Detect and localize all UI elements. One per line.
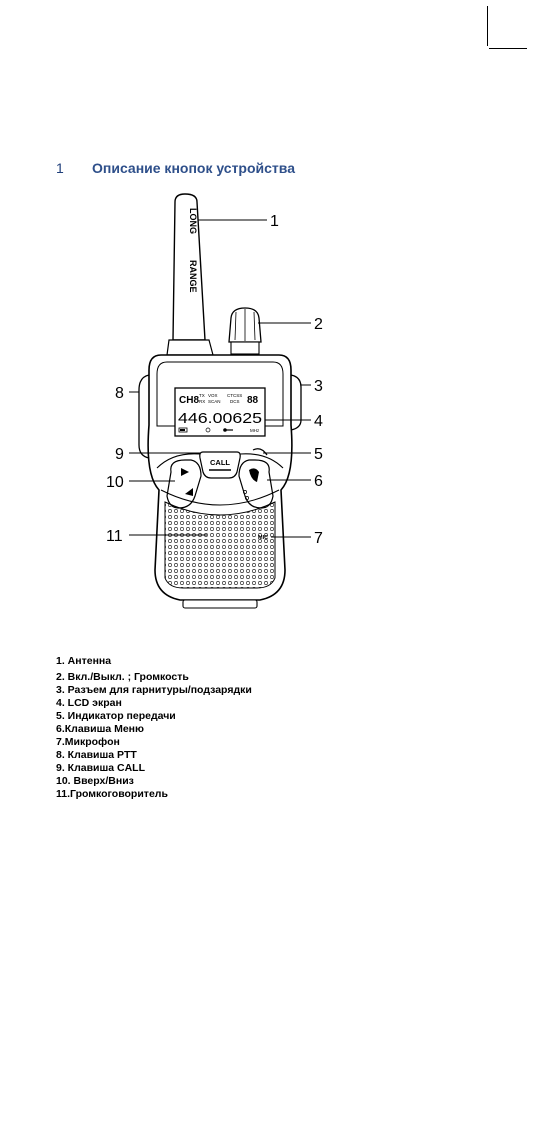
legend-item: 8. Клавиша PTT <box>56 749 137 761</box>
legend-list: 1. Антенна 2. Вкл./Выкл. ; Громкость 3. … <box>56 655 252 801</box>
device-diagram: LONG RANGE CH8 TX RX VOX <box>95 190 345 620</box>
speaker-grille: MIC <box>164 501 276 589</box>
call-button-label: CALL <box>210 458 230 467</box>
callout-11: 11 <box>106 528 123 545</box>
lcd-ctcss: CTCSS <box>227 393 242 398</box>
key-lock-icon <box>223 428 233 432</box>
lcd-channel: CH8 <box>179 395 199 406</box>
mic-label: MIC <box>258 535 268 541</box>
section-heading: 1 Описание кнопок устройства <box>56 160 295 176</box>
call-button <box>199 451 241 479</box>
legend-item: 7.Микрофон <box>56 736 120 748</box>
callout-7: 7 <box>314 530 323 547</box>
lcd-rx: RX <box>199 399 205 404</box>
up-arrow-icon <box>181 468 189 476</box>
tx-indicator <box>252 448 268 456</box>
legend-item: 9. Клавиша CALL <box>56 762 146 774</box>
callout-4: 4 <box>314 413 323 430</box>
lcd-tx: TX <box>199 393 205 398</box>
callout-lines <box>129 219 311 538</box>
walkie-talkie-illustration: LONG RANGE CH8 TX RX VOX <box>106 193 323 609</box>
legend-item: 2. Вкл./Выкл. ; Громкость <box>56 671 189 683</box>
callout-9: 9 <box>115 446 124 463</box>
lcd-screen: CH8 TX RX VOX SCAN CTCSS DCS 88 446.0062… <box>174 387 266 437</box>
callout-8: 8 <box>115 385 124 402</box>
callout-2: 2 <box>314 316 323 333</box>
menu-icon <box>249 468 259 482</box>
callout-10: 10 <box>106 474 124 491</box>
legend-item: 11.Громкоговоритель <box>56 788 168 800</box>
volume-knob <box>228 307 262 355</box>
lcd-mhz: MHz <box>250 428 260 433</box>
lcd-scan: SCAN <box>208 399 221 404</box>
antenna-text-top: LONG <box>188 208 198 234</box>
antenna-text-bottom: RANGE <box>188 260 198 293</box>
legend-item: 10. Вверх/Вниз <box>56 775 134 787</box>
crop-mark-vertical <box>487 6 488 46</box>
section-title: Описание кнопок устройства <box>92 159 295 176</box>
callout-3: 3 <box>314 378 323 395</box>
down-arrow-icon <box>185 488 193 496</box>
callout-1: 1 <box>270 213 279 230</box>
keypad-area: CALL <box>156 451 284 509</box>
section-number: 1 <box>56 159 64 176</box>
legend-item: 4. LCD экран <box>56 697 122 709</box>
lcd-vox: VOX <box>208 393 218 398</box>
lcd-frequency: 446.00625 <box>178 410 262 427</box>
antenna: LONG RANGE <box>166 193 214 356</box>
alarm-icon <box>205 427 211 433</box>
legend-item: 5. Индикатор передачи <box>56 710 176 722</box>
lcd-code: 88 <box>247 395 259 406</box>
crop-mark-horizontal <box>489 48 527 49</box>
lcd-dcs: DCS <box>230 399 240 404</box>
battery-icon <box>178 427 188 433</box>
legend-item: 6.Клавиша Меню <box>56 723 144 735</box>
callout-6: 6 <box>314 473 323 490</box>
legend-item: 1. Антенна <box>56 655 112 667</box>
legend-item: 3. Разъем для гарнитуры/подзарядки <box>56 684 252 696</box>
battery-level-icon <box>180 429 185 431</box>
callout-5: 5 <box>314 446 323 463</box>
